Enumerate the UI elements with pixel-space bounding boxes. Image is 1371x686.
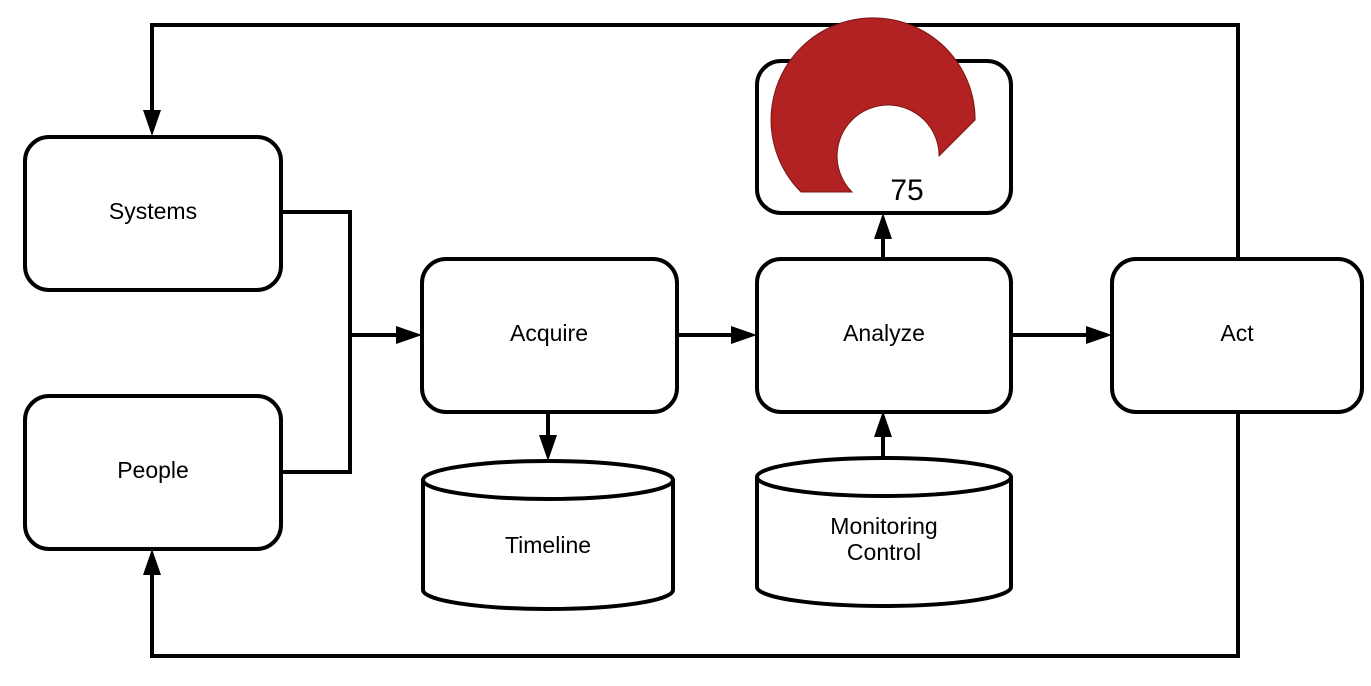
monitoring-label-line2: Control xyxy=(847,539,921,565)
systems-label: Systems xyxy=(109,198,197,224)
people-node: People xyxy=(23,394,283,551)
timeline-label: Timeline xyxy=(505,532,591,558)
arrowhead-from-monitoring xyxy=(874,411,892,437)
arrowhead-into-people xyxy=(143,549,161,575)
timeline-database: Timeline xyxy=(421,459,675,611)
arrowhead-into-act xyxy=(1086,326,1112,344)
feedback-connector-top xyxy=(150,23,1240,262)
gauge-value: 75 xyxy=(890,174,923,207)
systems-node: Systems xyxy=(23,135,283,292)
act-node: Act xyxy=(1110,257,1364,414)
analyze-node: Analyze xyxy=(755,257,1013,414)
gauge-arc xyxy=(770,17,976,193)
feedback-connector-bottom xyxy=(150,410,1240,658)
arrowhead-into-timeline xyxy=(539,435,557,461)
analyze-label: Analyze xyxy=(843,320,925,346)
monitoring-label-line1: Monitoring xyxy=(830,513,937,539)
acquire-node: Acquire xyxy=(420,257,679,414)
act-label: Act xyxy=(1220,320,1254,346)
arrowhead-into-analyze xyxy=(731,326,757,344)
arrowhead-into-gauge xyxy=(874,213,892,239)
acquire-label: Acquire xyxy=(510,320,588,346)
arrowhead-into-acquire xyxy=(396,326,422,344)
arrowhead-into-systems xyxy=(143,110,161,136)
systems-to-acquire-connector xyxy=(281,210,352,474)
gauge-node: 75 xyxy=(755,17,1013,215)
people-label: People xyxy=(117,457,189,483)
monitoring-control-database: Monitoring Control xyxy=(755,456,1013,608)
